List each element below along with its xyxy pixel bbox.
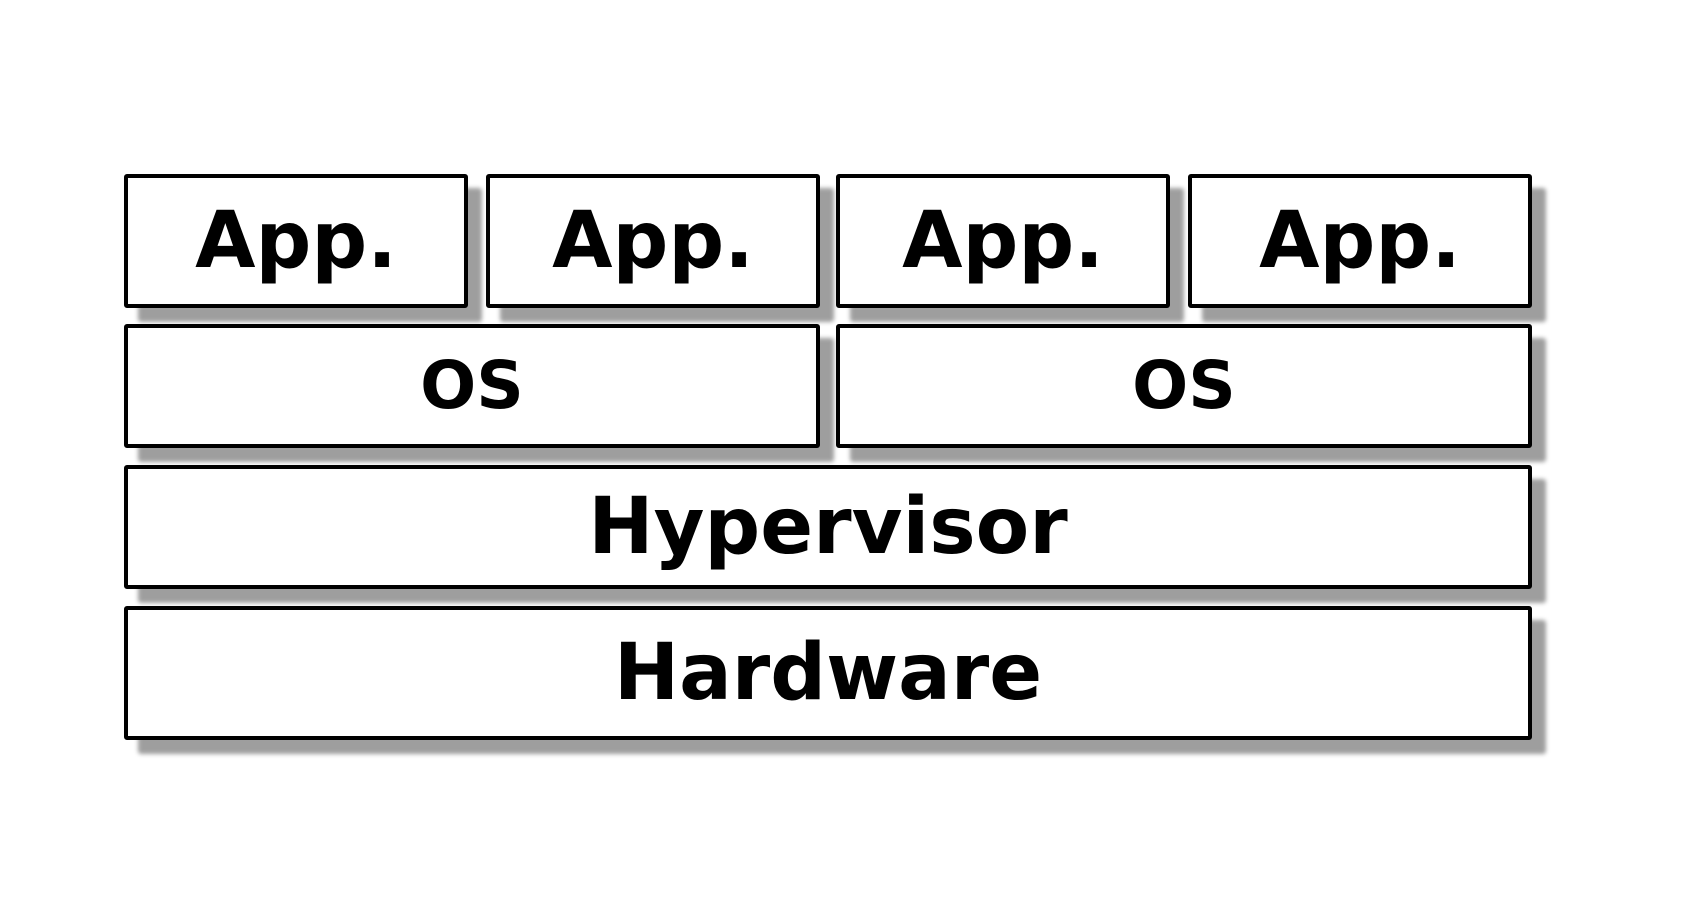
hardware-label: Hardware [613,628,1043,718]
os-label-1: OS [420,347,524,424]
app-label-1: App. [195,196,397,286]
hypervisor-label: Hypervisor [588,482,1068,572]
os-box-2: OS [836,324,1532,448]
app-box-3: App. [836,174,1170,308]
app-label-3: App. [902,196,1104,286]
app-box-1: App. [124,174,468,308]
os-label-2: OS [1132,347,1236,424]
app-box-4: App. [1188,174,1532,308]
hardware-box: Hardware [124,606,1532,740]
os-box-1: OS [124,324,820,448]
app-box-2: App. [486,174,820,308]
app-label-2: App. [552,196,754,286]
hypervisor-box: Hypervisor [124,465,1532,589]
app-label-4: App. [1259,196,1461,286]
